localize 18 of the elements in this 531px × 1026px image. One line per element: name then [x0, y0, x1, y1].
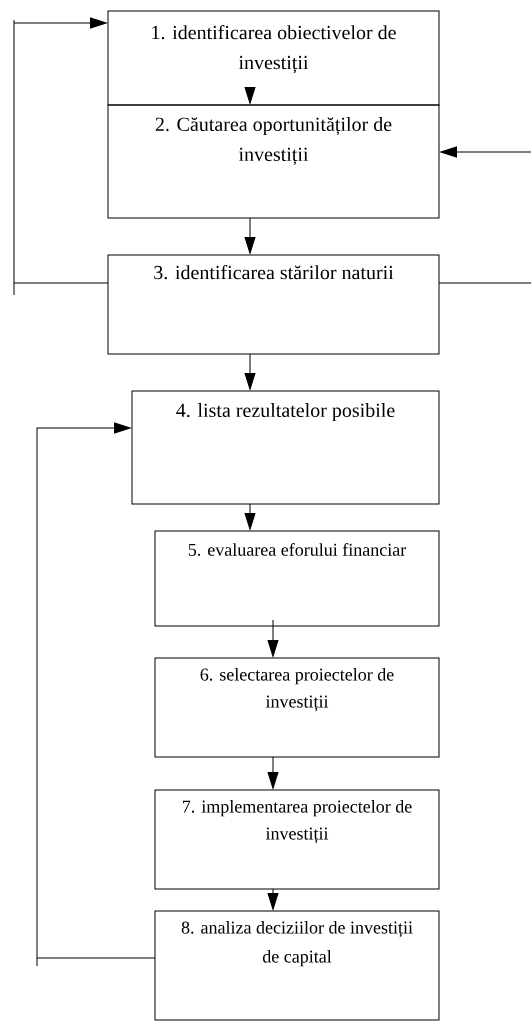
arrow: [244, 353, 256, 390]
arrow: [267, 619, 279, 657]
process-box: 5. evaluarea eforului financiar: [154, 530, 440, 627]
arrow: [244, 217, 256, 254]
arrow: [13, 17, 109, 284]
arrow: [267, 888, 279, 910]
process-box: 4. lista rezultatelor posibile: [131, 390, 440, 505]
process-box: 7. implementarea proiectelor de investiții: [154, 789, 440, 890]
process-box: 3. identificarea stărilor naturii: [107, 254, 440, 355]
process-box: 2. Căutarea oportunităților de investiții: [107, 104, 440, 219]
process-box: 8. analiza deciziilor de investiții de capital: [154, 910, 440, 1021]
arrow: [244, 86, 256, 104]
arrow: [267, 756, 279, 789]
arrow: [244, 503, 256, 530]
arrow: [438, 146, 531, 284]
arrow: [36, 422, 156, 959]
process-box: 1. identificarea obiectivelor de investiții: [107, 10, 440, 106]
process-box: 6. selectarea proiectelor de investiții: [154, 657, 440, 758]
